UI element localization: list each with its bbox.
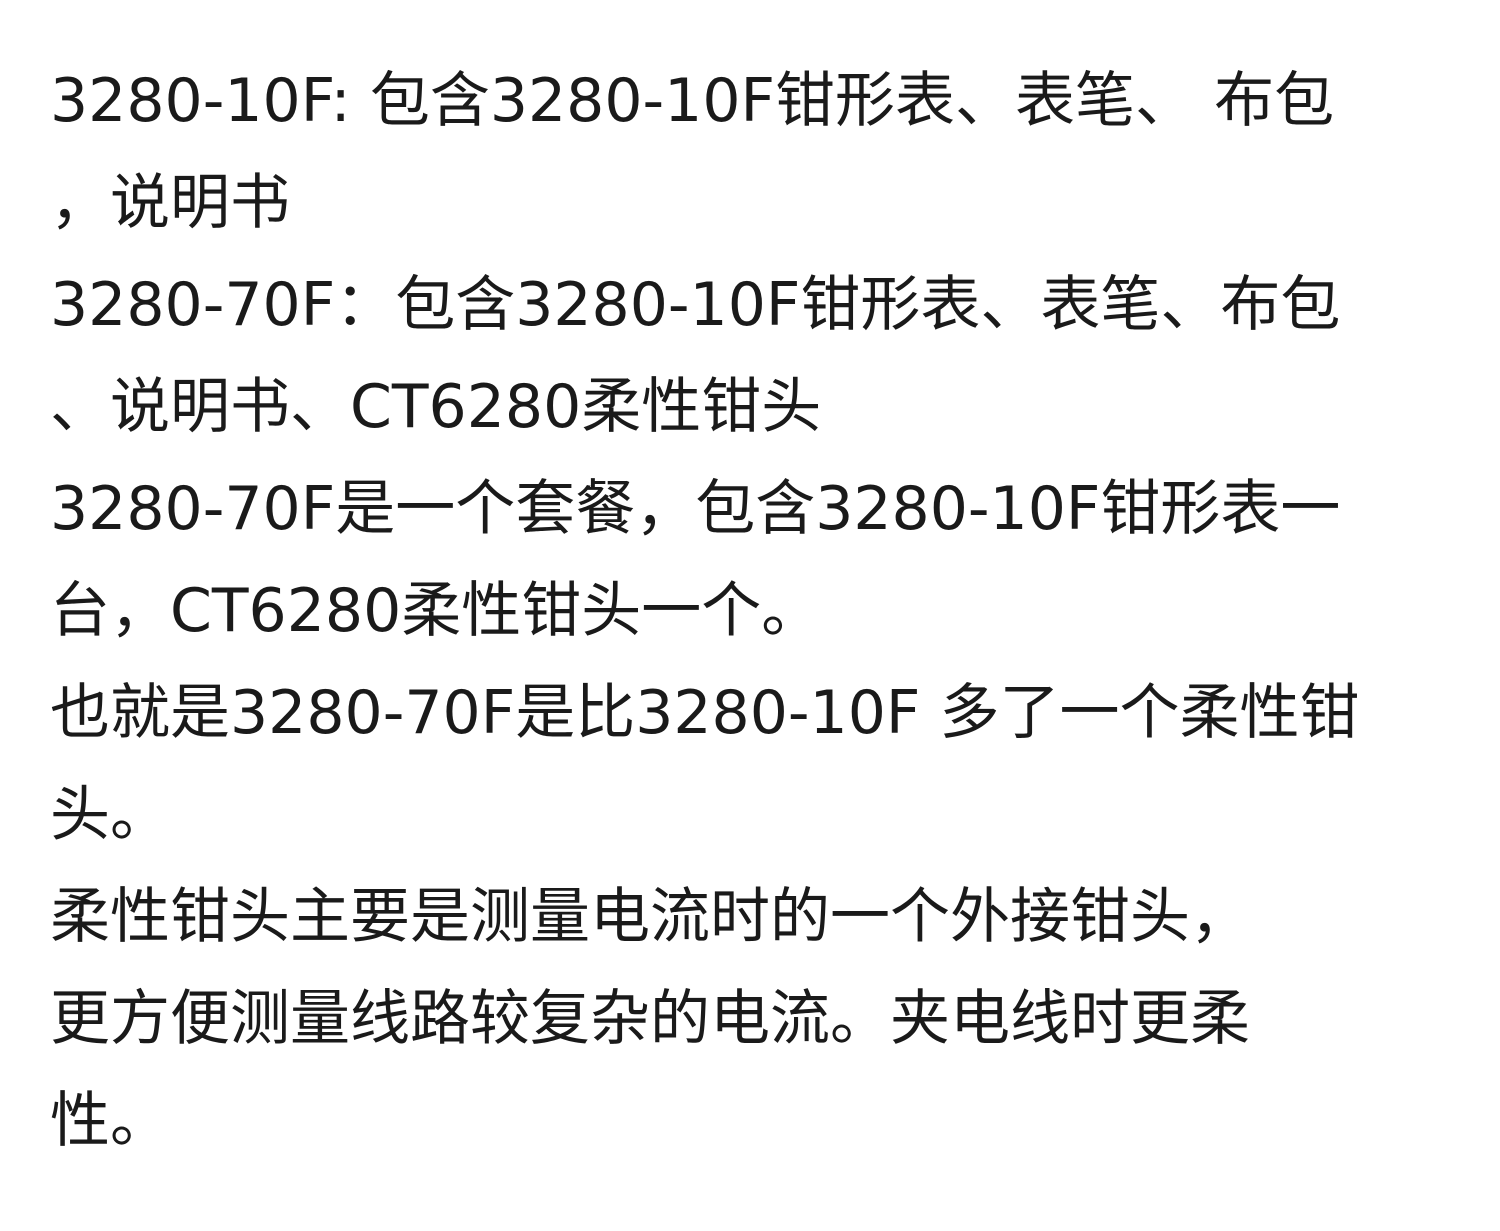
- text-line: 柔性钳头主要是测量电流时的一个外接钳头，: [50, 882, 1250, 952]
- text-line: 也就是3280-70F是比3280-10F 多了一个柔性钳: [50, 678, 1360, 748]
- text-line: 3280-70F是一个套餐，包含3280-10F钳形表一: [50, 474, 1341, 544]
- text-line: 台，CT6280柔性钳头一个。: [50, 576, 822, 646]
- text-line: 更方便测量线路较复杂的电流。夹电线时更柔: [50, 984, 1250, 1054]
- text-line: 头。: [50, 780, 170, 850]
- text-line: 、说明书、CT6280柔性钳头: [50, 372, 822, 442]
- text-line: 3280-70F：包含3280-10F钳形表、表笔、布包: [50, 270, 1341, 340]
- text-line: ，说明书: [50, 168, 290, 238]
- text-line: 3280-10F: 包含3280-10F钳形表、表笔、 布包: [50, 66, 1335, 136]
- text-line: 性。: [50, 1086, 170, 1156]
